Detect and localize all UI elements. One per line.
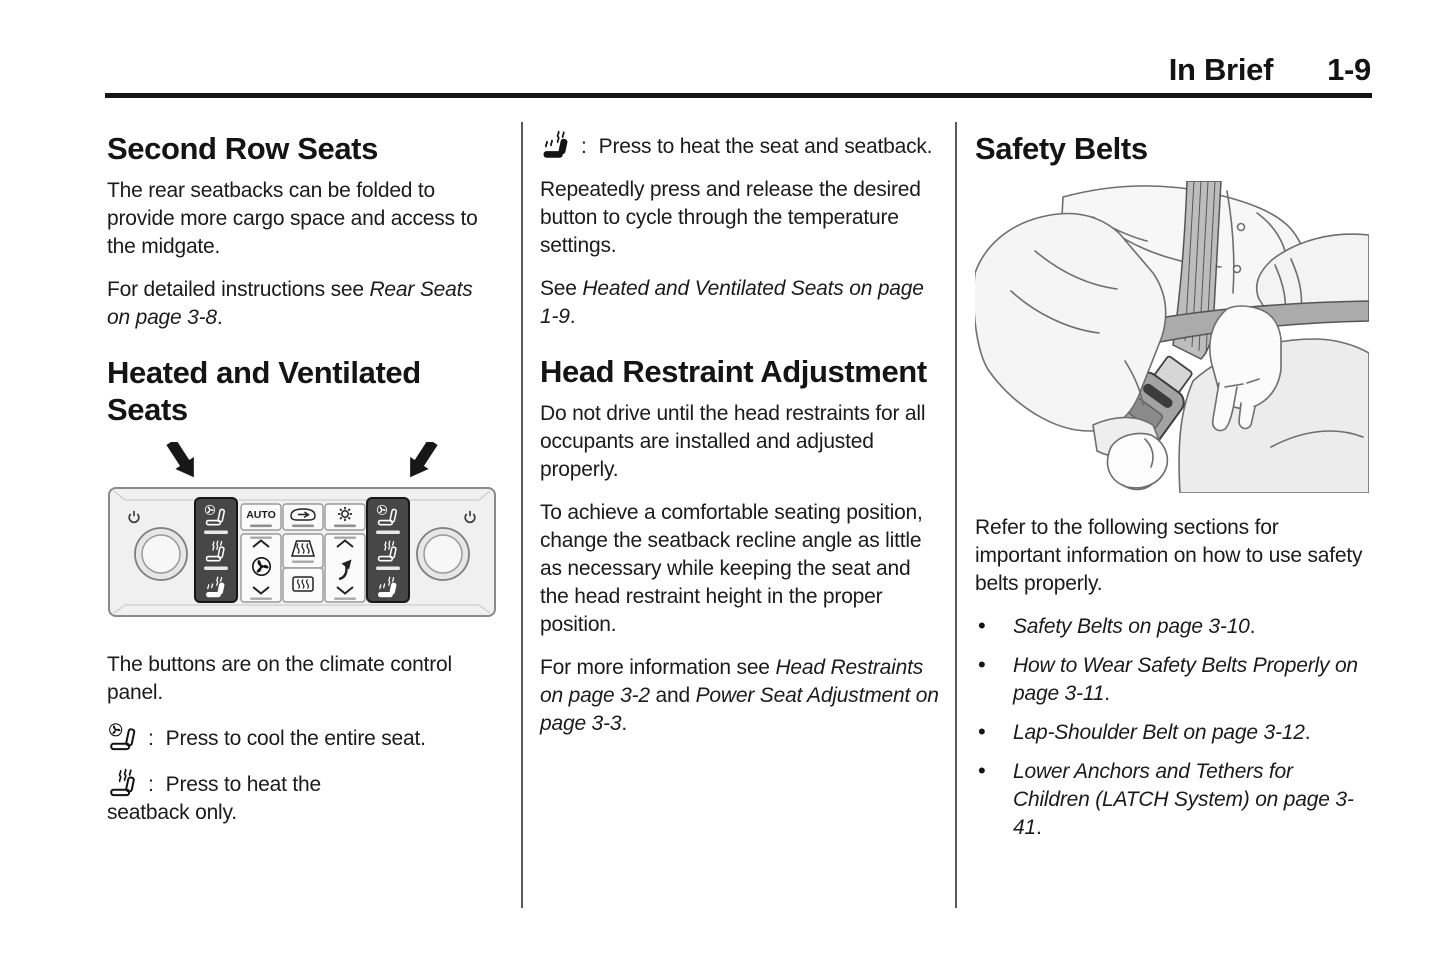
heat-seatback-text: Press to heat the seatback only. bbox=[107, 773, 322, 824]
heat-seat-item: : Press to heat the seat and seatback. bbox=[540, 130, 942, 161]
para-buttons-location: The buttons are on the climate control p… bbox=[107, 653, 452, 704]
para-refer-sections: Refer to the following sections for impo… bbox=[975, 516, 1363, 595]
front-defrost-icon bbox=[290, 540, 316, 557]
safety-belt-buckling-illustration bbox=[972, 180, 1370, 494]
heat-seatback-item: :Press to heat the seatback only. bbox=[107, 768, 409, 827]
heading-heated-ventilated-seats: Heated and Ventilated Seats bbox=[107, 355, 421, 427]
section-title: In Brief bbox=[1168, 52, 1274, 87]
heated-seat-icon bbox=[540, 130, 573, 159]
safety-belt-reference-list: Safety Belts on page 3-10. How to Wear S… bbox=[975, 612, 1367, 842]
settings-button bbox=[324, 503, 366, 531]
para-see-heated: See Heated and Ventilated Seats on page … bbox=[540, 277, 924, 328]
right-column: Safety Belts bbox=[972, 130, 1370, 853]
page-number: 1-9 bbox=[1327, 52, 1371, 87]
page-header: In Brief 1-9 bbox=[1168, 52, 1372, 88]
icon-colon: : bbox=[581, 135, 587, 158]
heat-seat-text: Press to heat the seat and seatback. bbox=[598, 135, 933, 158]
callout-arrow-right bbox=[410, 439, 438, 478]
column-divider-right bbox=[955, 122, 957, 908]
para-detailed-instructions: For detailed instructions see Rear Seats… bbox=[107, 278, 473, 329]
left-knob bbox=[134, 527, 188, 581]
callout-arrow-left bbox=[166, 439, 194, 478]
right-knob bbox=[416, 527, 470, 581]
cool-seat-item: : Press to cool the entire seat. bbox=[107, 722, 501, 753]
cool-seat-text: Press to cool the entire seat. bbox=[165, 727, 426, 750]
icon-colon: : bbox=[148, 727, 154, 750]
air-direction-icon bbox=[338, 559, 352, 581]
heading-head-restraint-adjustment: Head Restraint Adjustment bbox=[540, 354, 927, 389]
list-item: How to Wear Safety Belts Properly on pag… bbox=[975, 651, 1367, 708]
heated-seatback-icon bbox=[107, 768, 140, 797]
header-rule bbox=[105, 93, 1372, 98]
heading-second-row-seats: Second Row Seats bbox=[107, 131, 378, 166]
gear-icon bbox=[338, 507, 352, 521]
left-seat-buttons bbox=[195, 498, 237, 602]
para-comfortable-seating: To achieve a comfortable seating positio… bbox=[540, 501, 923, 636]
icon-colon: : bbox=[148, 773, 154, 796]
ventilated-seat-icon bbox=[107, 722, 140, 751]
list-item: Lap-Shoulder Belt on page 3-12. bbox=[975, 718, 1367, 747]
left-column: Second Row Seats The rear seatbacks can … bbox=[107, 130, 501, 842]
recirculation-button bbox=[282, 503, 324, 531]
rear-defrost-icon bbox=[292, 576, 314, 592]
middle-column: : Press to heat the seat and seatback. Re… bbox=[540, 130, 942, 753]
list-item: Lower Anchors and Tethers for Children (… bbox=[975, 757, 1367, 842]
right-seat-buttons bbox=[367, 498, 409, 602]
fan-speed-button bbox=[240, 533, 282, 603]
para-more-information: For more information see Head Restraints… bbox=[540, 656, 939, 735]
para-rear-seatbacks: The rear seatbacks can be folded to prov… bbox=[107, 179, 478, 258]
para-repeatedly-press: Repeatedly press and release the desired… bbox=[540, 178, 921, 257]
left-arm bbox=[972, 212, 1169, 491]
defrost-buttons bbox=[282, 533, 324, 603]
air-direction-button bbox=[324, 533, 366, 603]
climate-control-panel-illustration: AUTO bbox=[108, 439, 496, 617]
auto-button: AUTO bbox=[240, 503, 282, 531]
air-recirculation-icon bbox=[290, 508, 316, 521]
list-item: Safety Belts on page 3-10. bbox=[975, 612, 1367, 641]
left-fist bbox=[1106, 432, 1169, 489]
right-hand bbox=[1209, 305, 1282, 432]
svg-text:AUTO: AUTO bbox=[246, 509, 276, 521]
climate-control-panel-figure: AUTO bbox=[107, 439, 501, 625]
column-divider-left bbox=[521, 122, 523, 908]
para-do-not-drive: Do not drive until the head restraints f… bbox=[540, 402, 926, 481]
safety-belt-figure bbox=[972, 180, 1370, 498]
heading-safety-belts: Safety Belts bbox=[975, 131, 1148, 166]
